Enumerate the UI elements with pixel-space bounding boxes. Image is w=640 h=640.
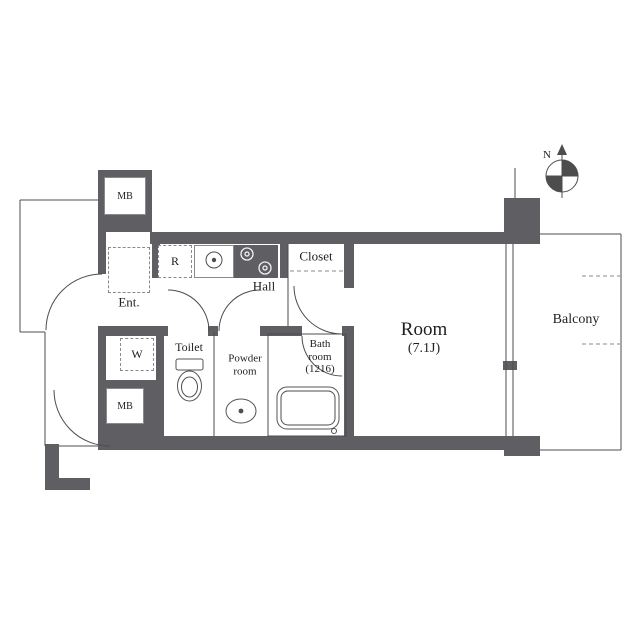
bath-room-label-line2: room: [308, 350, 332, 363]
toilet-bowl-icon: [177, 370, 202, 402]
powder-room-label-line1: Powder: [228, 352, 262, 365]
washer-label: W: [131, 347, 143, 361]
compass-quadrant-sw: [546, 176, 562, 192]
main-room-label: Room (7.1J): [401, 319, 447, 357]
wall-left-lower: [98, 330, 106, 380]
washer-space: W: [120, 338, 154, 371]
main-room-name: Room: [400, 319, 448, 341]
wall-pillar-bottom-right: [504, 436, 540, 456]
compass-circle: [545, 159, 579, 193]
meter-box-bottom-label: MB: [117, 400, 133, 412]
compass-quadrant-ne: [562, 160, 578, 176]
main-room-size: (7.1J): [407, 340, 441, 356]
compass-arrow-icon: [557, 144, 567, 155]
kitchen-sink-unit: [194, 245, 234, 278]
door-arc-powder: [218, 289, 261, 332]
bathtub-inner-icon: [280, 390, 336, 426]
wall-mid-2: [208, 326, 218, 336]
wall-kitchen-closet-stub: [280, 244, 288, 278]
north-label: N: [543, 149, 551, 161]
kitchen-stove-unit: [234, 245, 278, 278]
entrance-cabinet: [108, 247, 150, 293]
wall-left-foot-horizontal: [45, 478, 90, 490]
powder-room-label: Powder room: [228, 352, 262, 377]
toilet-label: Toilet: [175, 340, 203, 355]
bath-drain-icon: [331, 428, 337, 434]
toilet-bowl-inner-icon: [181, 376, 198, 398]
wall-bottom: [150, 436, 514, 450]
meter-box-bottom: MB: [106, 388, 144, 424]
refrigerator-label: R: [170, 254, 179, 268]
balcony-label: Balcony: [552, 311, 600, 327]
meter-box-top: MB: [104, 177, 146, 215]
wall-mid-3: [260, 326, 302, 336]
closet-label: Closet: [299, 248, 333, 264]
window-mullion-tick: [503, 361, 517, 370]
hall-label: Hall: [252, 278, 276, 294]
wall-mid-4: [342, 326, 354, 336]
door-arc-entrance: [45, 273, 103, 331]
toilet-tank-icon: [175, 358, 204, 371]
wall-room-left-upper: [344, 244, 354, 288]
wall-top: [150, 232, 514, 244]
wall-ent-kitchen-stub: [152, 244, 160, 278]
wall-toilet-left: [156, 332, 164, 380]
refrigerator-space: R: [158, 245, 192, 278]
entrance-label: Ent.: [118, 294, 140, 310]
bath-room-label-line3: (1216): [305, 363, 335, 376]
wall-mid-1: [98, 326, 168, 336]
meter-box-top-label: MB: [117, 190, 133, 202]
compass: N: [543, 144, 579, 198]
door-arc-toilet: [167, 289, 210, 332]
basin-drain-icon: [238, 408, 244, 414]
bathtub-icon: [276, 386, 340, 430]
wall-left-upper: [98, 232, 106, 274]
bath-room-label: Bath room (1216): [305, 338, 334, 376]
powder-room-label-line2: room: [233, 365, 257, 377]
bath-room-label-line1: Bath: [309, 338, 331, 351]
basin-icon: [225, 398, 257, 424]
wall-pillar-top-right: [504, 198, 540, 244]
wall-room-left-lower: [344, 330, 354, 436]
